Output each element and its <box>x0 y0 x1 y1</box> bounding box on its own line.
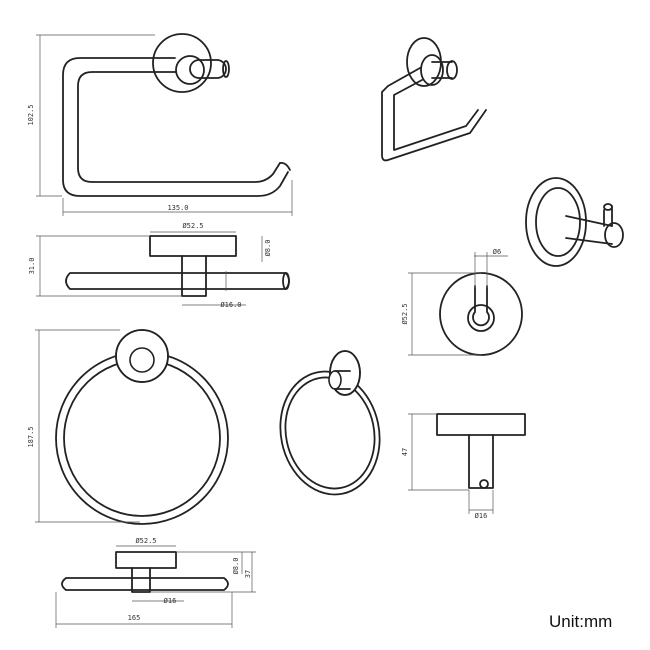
dimension-height-label: 102.5 <box>27 104 35 125</box>
dimension-pin-diameter-label: Ø8.0 <box>264 240 272 257</box>
dimension-hook-pin-label: Ø6 <box>493 248 501 256</box>
dimension-ring-pin-label: Ø8.0 <box>232 558 240 575</box>
dimension-ring-width-label: 165 <box>128 614 141 622</box>
robe-hook-perspective <box>525 177 624 267</box>
toilet-paper-holder-perspective <box>381 37 487 162</box>
towel-ring-top-view: Ø52.5 Ø8.0 37 Ø16 165 <box>55 537 256 628</box>
toilet-paper-holder-top-view: Ø52.5 31.0 Ø8.0 Ø16.0 <box>28 222 290 309</box>
towel-ring-front-view: 187.5 <box>27 329 229 525</box>
robe-hook-side-view: 47 Ø16 <box>401 413 526 520</box>
dimension-ring-height-label: 187.5 <box>27 426 35 447</box>
towel-ring-perspective <box>279 350 381 496</box>
dimension-ring-base-label: Ø52.5 <box>135 537 156 545</box>
robe-hook-front-view: Ø6 Ø52.5 <box>401 248 523 356</box>
toilet-paper-holder-front-view: 102.5 135.0 <box>27 33 293 216</box>
dimension-width-label: 135.0 <box>167 204 188 212</box>
dimension-hook-height-label: 47 <box>401 448 409 456</box>
dimension-base-diameter-label: Ø52.5 <box>182 222 203 230</box>
dimension-hook-post-label: Ø16 <box>475 512 488 520</box>
dimension-hook-base-label: Ø52.5 <box>401 303 409 324</box>
dimension-ring-depth-label: 37 <box>244 570 252 578</box>
dimension-post-diameter-label: Ø16.0 <box>220 301 241 309</box>
unit-label: Unit:mm <box>549 612 612 631</box>
dimension-depth-label: 31.0 <box>28 258 36 275</box>
dimension-ring-post-label: Ø16 <box>164 597 177 605</box>
